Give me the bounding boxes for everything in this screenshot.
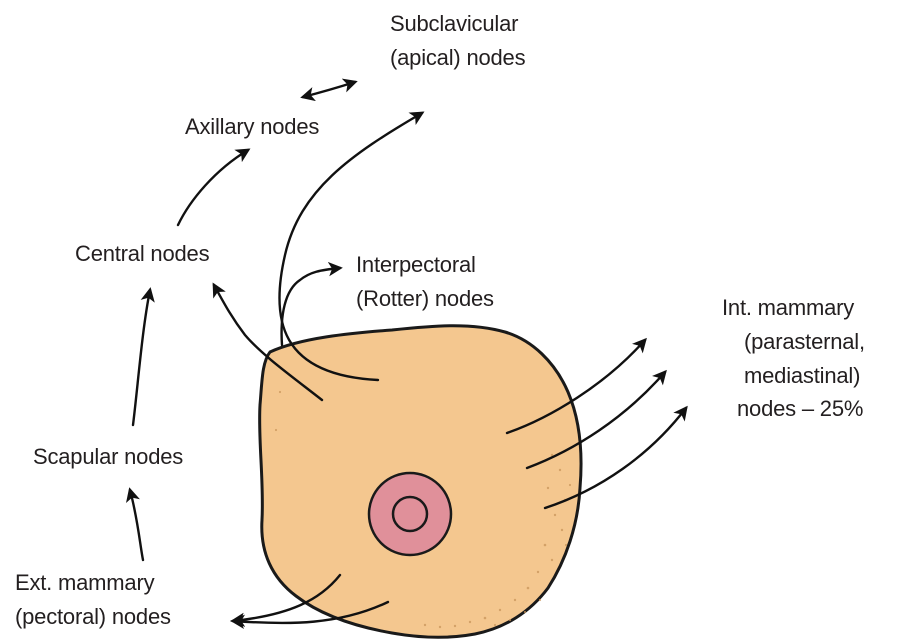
label-ext-mammary-line-2: (pectoral) nodes [15,604,171,629]
label-interpectoral-nodes: Interpectoral (Rotter) nodes [356,252,494,311]
arrow-axillary-subclavicular [303,82,355,97]
label-int-mammary-line-3: mediastinal) [744,363,860,388]
arrow-ext-mammary-to-scapular [130,490,143,560]
label-scapular-line-1: Scapular nodes [33,444,183,469]
label-subclavicular-line-2: (apical) nodes [390,45,526,70]
arrow-central-to-axillary [178,150,248,225]
label-subclavicular-line-1: Subclavicular [390,11,518,36]
label-ext-mammary-line-1: Ext. mammary [15,570,155,595]
label-central-line-1: Central nodes [75,241,210,266]
label-int-mammary-line-1: Int. mammary [722,295,854,320]
label-central-nodes: Central nodes [75,241,210,266]
label-subclavicular-nodes: Subclavicular (apical) nodes [390,11,526,70]
arrow-scapular-to-central [133,290,150,425]
label-interpectoral-line-1: Interpectoral [356,252,476,277]
label-interpectoral-line-2: (Rotter) nodes [356,286,494,311]
label-int-mammary-line-4: nodes – 25% [737,396,863,421]
label-axillary-nodes: Axillary nodes [185,114,319,139]
arrow-breast-to-interpectoral [282,268,340,345]
nipple [393,497,427,531]
label-int-mammary-nodes: Int. mammary (parasternal, mediastinal) … [722,295,871,421]
label-axillary-line-1: Axillary nodes [185,114,319,139]
label-ext-mammary-nodes: Ext. mammary (pectoral) nodes [15,570,171,629]
label-int-mammary-line-2: (parasternal, [744,329,865,354]
breast-illustration [260,326,581,638]
label-scapular-nodes: Scapular nodes [33,444,183,469]
